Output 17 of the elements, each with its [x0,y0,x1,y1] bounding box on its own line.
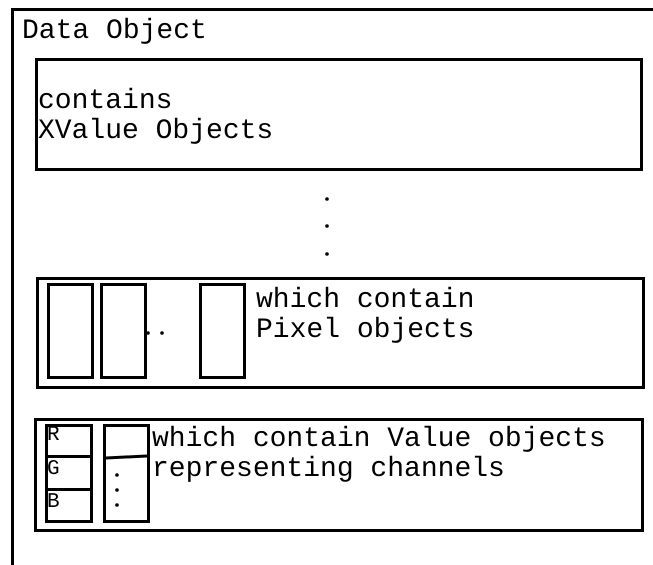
box-text: contains XValue Objects [38,87,274,147]
nested-box [36,277,645,389]
empty-box [103,424,150,523]
empty-box [199,283,246,379]
box-text: which contain Pixel objects [256,286,476,346]
empty-box [100,283,147,379]
channel-cell [45,488,93,523]
container-box [11,8,653,565]
channel-letter: G [47,458,61,482]
container-heading: Data Object [22,17,208,47]
nested-box [35,58,643,171]
empty-box [47,283,94,379]
channel-cell [45,424,93,458]
channel-letter: B [47,491,61,515]
box-text: which contain Value objects representing channels [152,425,607,485]
channel-cell [45,455,93,491]
nested-box [34,418,644,532]
